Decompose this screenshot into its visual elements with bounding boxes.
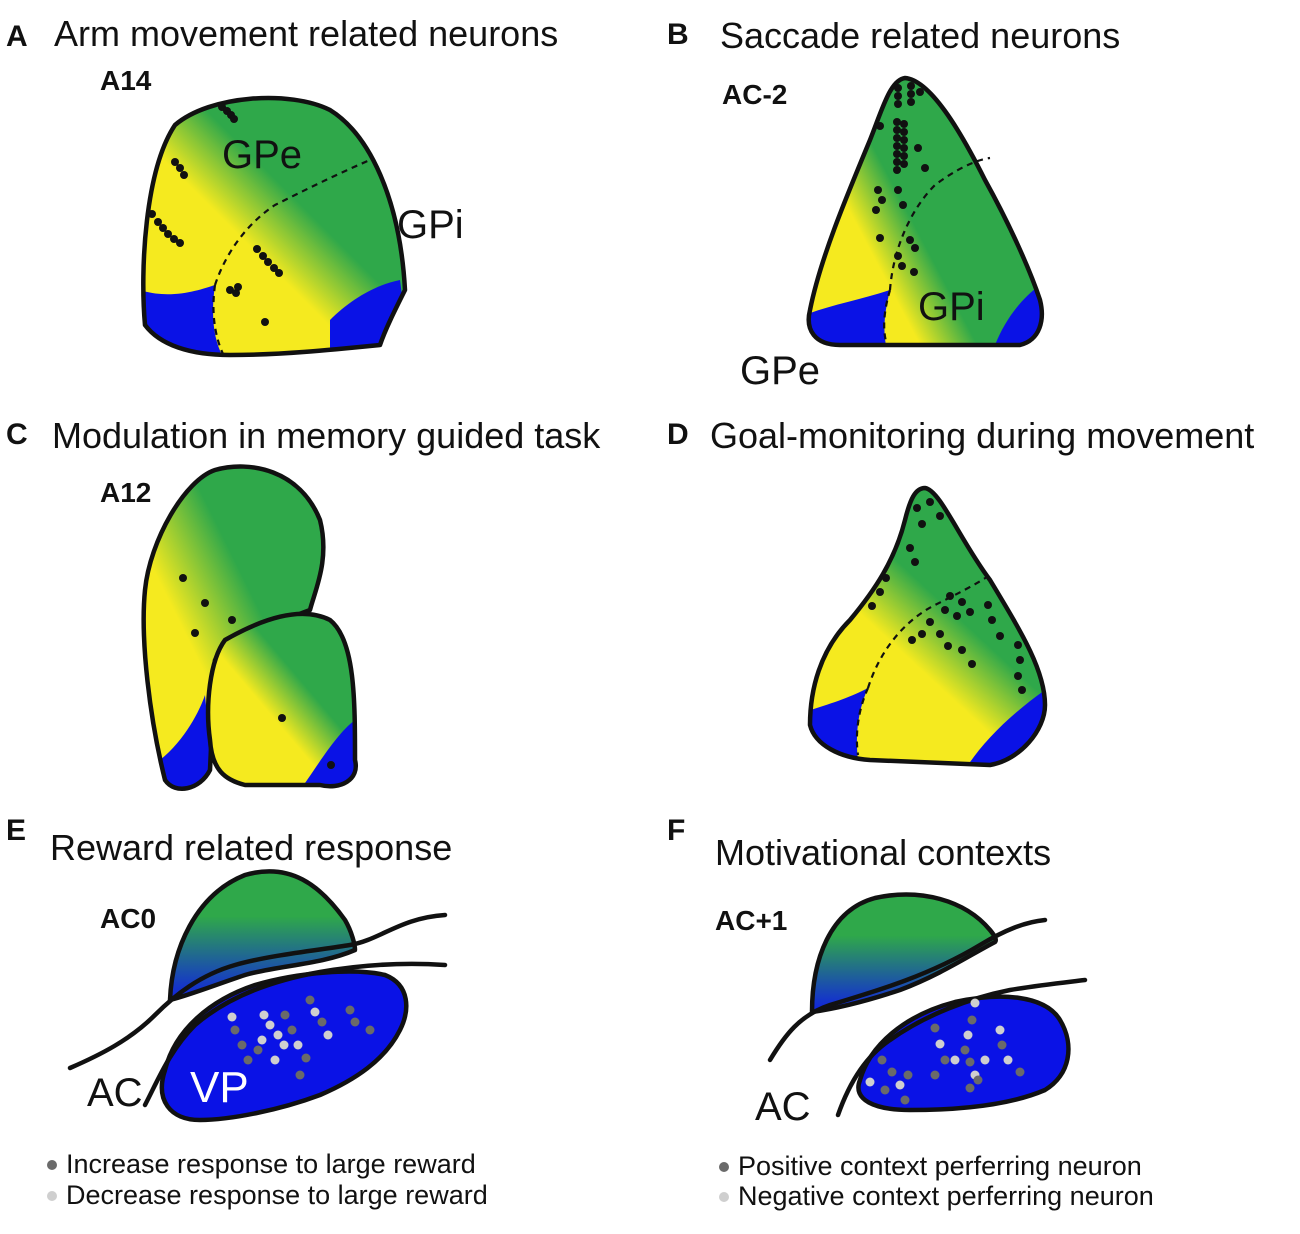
panel-letter: D xyxy=(667,418,689,451)
panel-title: Reward related response xyxy=(50,827,452,868)
neuron-dots xyxy=(227,995,375,1080)
panel-e: E Reward related response AC0 VP AC Incr… xyxy=(6,814,488,1210)
legend-item-decrease: Decrease response to large reward xyxy=(66,1180,488,1210)
gpe-gpi-border xyxy=(866,574,991,689)
nucleus-fill-inner xyxy=(208,613,356,787)
nucleus-outline xyxy=(807,485,1048,768)
ac-fiber-upper xyxy=(767,917,1048,1063)
gpe-structure xyxy=(809,892,998,1015)
panel-letter: F xyxy=(667,814,685,847)
legend-item-negative: Negative context perferring neuron xyxy=(738,1181,1154,1211)
panel-title: Motivational contexts xyxy=(715,832,1051,873)
panel-title: Goal-monitoring during movement xyxy=(710,415,1254,456)
gpe-gpi-border xyxy=(213,158,371,286)
nucleus-outline-inner xyxy=(205,611,358,789)
region-label-vp: VP xyxy=(190,1063,249,1112)
inner-border xyxy=(883,289,892,346)
region-label-gpi: GPi xyxy=(918,285,985,329)
section-label: AC-2 xyxy=(722,79,787,110)
neuron-dots xyxy=(179,574,335,769)
gpe-gpi-border xyxy=(888,156,991,291)
panel-letter: A xyxy=(6,20,28,53)
region-label-ac: AC xyxy=(87,1071,143,1115)
region-label-gpe: GPe xyxy=(222,133,302,177)
section-label: AC0 xyxy=(100,903,156,934)
legend-item-positive: Positive context perferring neuron xyxy=(738,1151,1142,1181)
neuron-dots xyxy=(868,498,1026,694)
legend-item-increase: Increase response to large reward xyxy=(66,1149,476,1179)
panel-title: Modulation in memory guided task xyxy=(52,415,601,456)
panel-title: Saccade related neurons xyxy=(720,15,1120,56)
legend: Positive context perferring neuron Negat… xyxy=(719,1151,1154,1211)
panel-a: A Arm movement related neurons A14 GPe G… xyxy=(6,13,558,359)
region-label-gpe: GPe xyxy=(740,349,820,393)
legend: Increase response to large reward Decrea… xyxy=(47,1149,488,1210)
neuron-dots xyxy=(148,103,283,326)
panel-f: F Motivational contexts AC+1 AC Positive… xyxy=(667,814,1154,1211)
legend-marker-negative xyxy=(719,1192,729,1202)
section-label: A12 xyxy=(100,477,151,508)
panel-letter: C xyxy=(6,418,28,451)
legend-marker-increase xyxy=(47,1160,57,1170)
ac-fiber-lower xyxy=(835,977,1088,1118)
neuron-dots xyxy=(865,998,1025,1105)
nucleus-outline-outer xyxy=(141,464,326,791)
ac-fiber-lower xyxy=(142,961,448,1108)
region-label-ac: AC xyxy=(755,1085,811,1129)
section-label: A14 xyxy=(100,65,152,96)
panel-d: D Goal-monitoring during movement xyxy=(667,415,1254,768)
panel-title: Arm movement related neurons xyxy=(54,13,558,54)
section-label: AC+1 xyxy=(715,905,787,936)
neuron-dots xyxy=(872,82,929,276)
gpe-structure xyxy=(167,869,358,1003)
nucleus-outline xyxy=(806,75,1045,348)
panel-letter: E xyxy=(6,814,26,847)
legend-marker-decrease xyxy=(47,1191,57,1201)
inner-border xyxy=(855,687,870,756)
legend-marker-positive xyxy=(719,1162,729,1172)
panel-b: B Saccade related neurons AC-2 GPi GPe xyxy=(667,15,1120,393)
panel-letter: B xyxy=(667,18,689,51)
panel-c: C Modulation in memory guided task A12 xyxy=(6,415,601,791)
ac-fiber-upper xyxy=(67,912,448,1071)
nucleus-outline xyxy=(141,95,408,358)
region-label-gpi: GPi xyxy=(397,203,464,247)
